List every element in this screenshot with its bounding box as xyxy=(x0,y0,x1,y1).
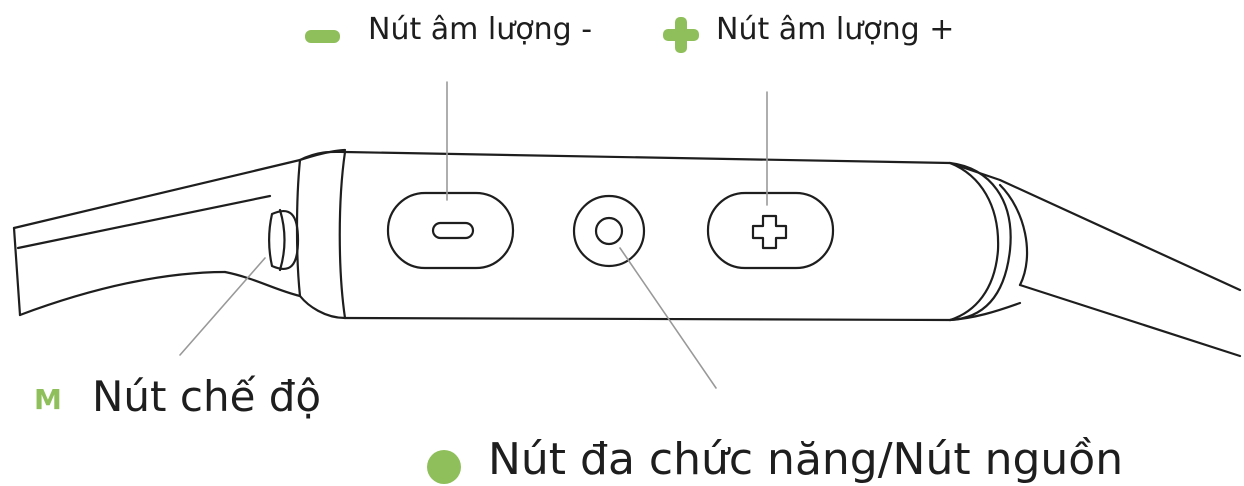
leader-line-power xyxy=(619,247,717,389)
volume-down-button[interactable] xyxy=(386,191,515,270)
volume-up-button[interactable] xyxy=(706,191,835,270)
left-band xyxy=(12,148,347,317)
leader-lines xyxy=(179,81,768,389)
power-button[interactable] xyxy=(572,194,646,268)
minus-icon xyxy=(305,30,340,43)
dot-icon xyxy=(427,450,461,484)
mode-label: Nút chế độ xyxy=(92,372,322,421)
right-band xyxy=(948,161,1242,358)
leader-line-mode xyxy=(179,257,266,356)
control-module xyxy=(298,150,1012,322)
power-label: Nút đa chức năng/Nút nguồn xyxy=(488,434,1124,485)
mode-button[interactable] xyxy=(267,208,300,272)
mode-m-icon: M xyxy=(34,383,62,416)
plus-icon xyxy=(663,17,699,53)
volume-up-label: Nút âm lượng + xyxy=(716,12,955,47)
volume-down-label: Nút âm lượng - xyxy=(368,12,593,47)
